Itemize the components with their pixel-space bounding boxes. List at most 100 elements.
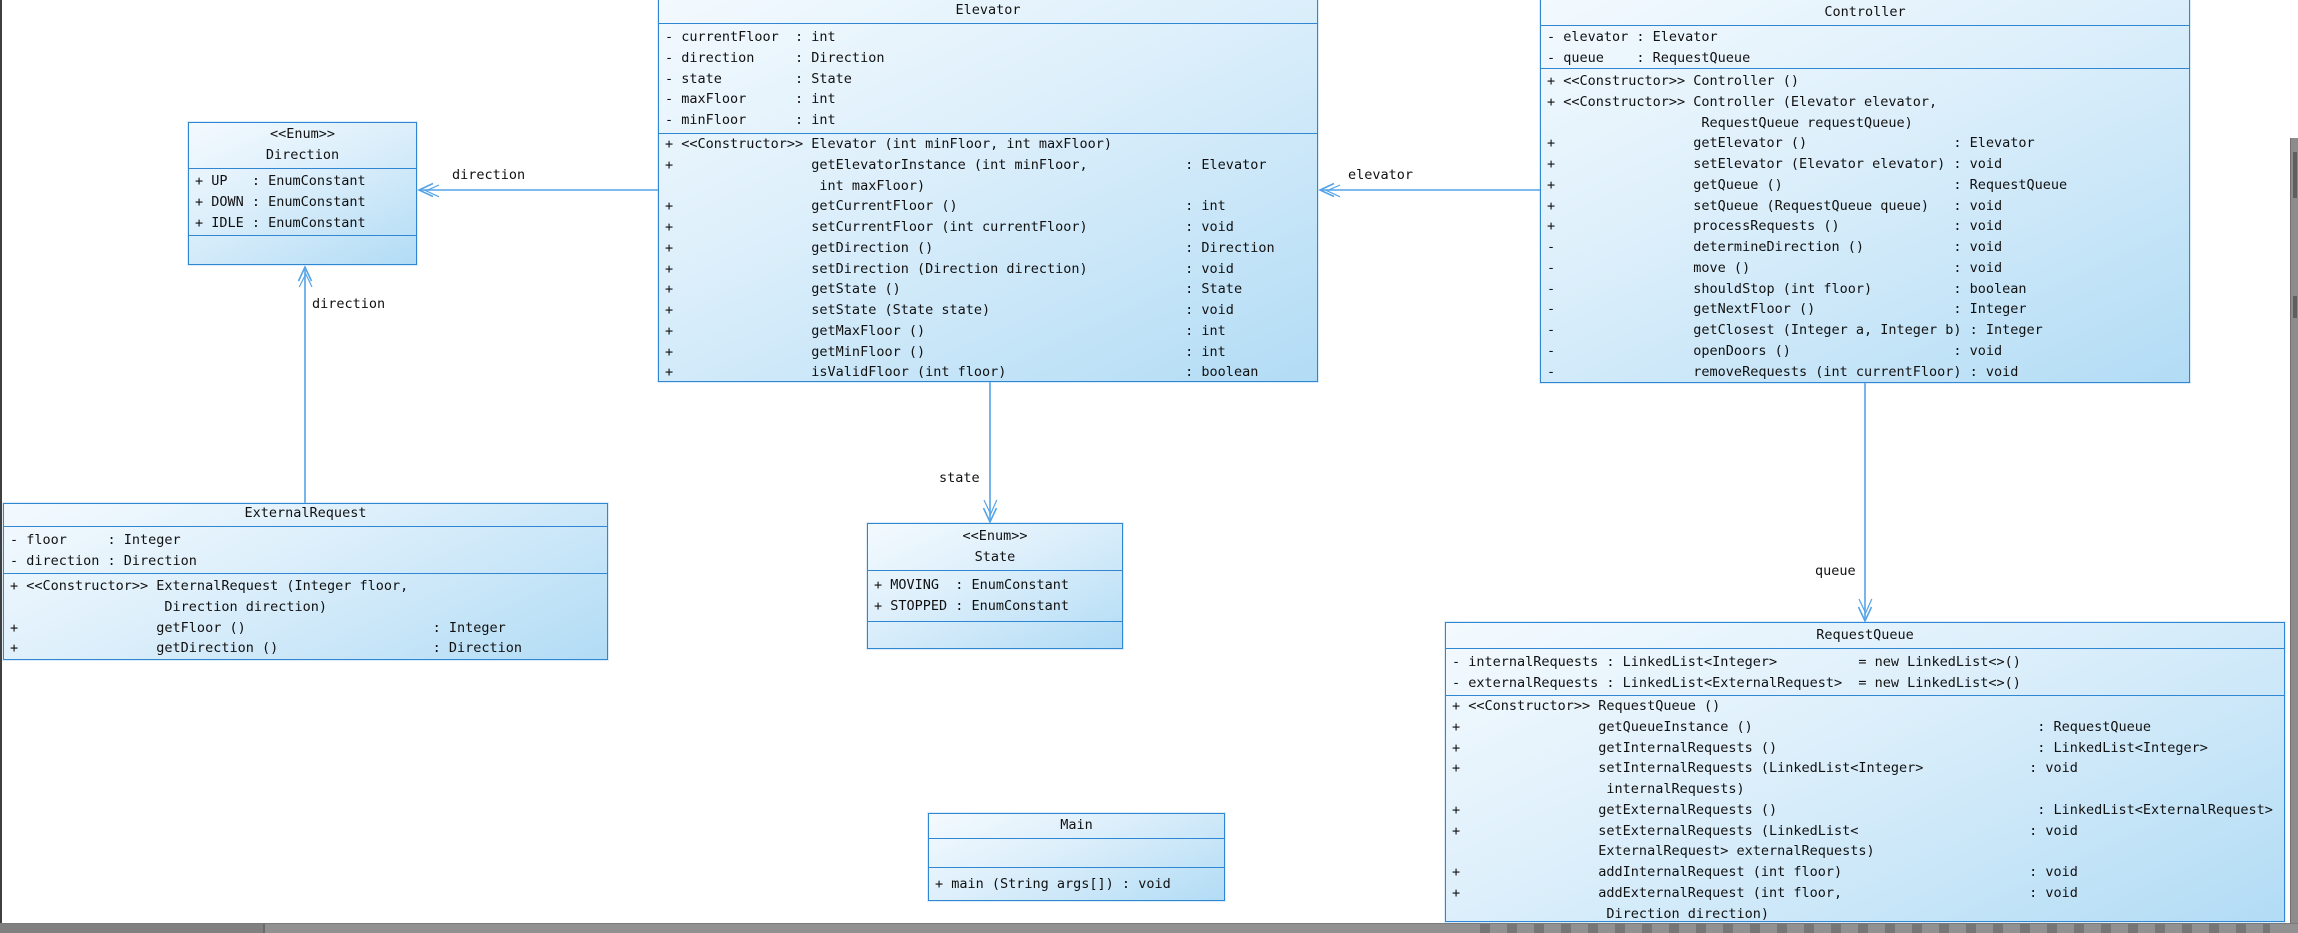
class-title: <<Enum>> Direction	[189, 123, 416, 169]
background-window-text-fragment	[2293, 296, 2297, 318]
method-line: - shouldStop (int floor) : boolean	[1547, 280, 2027, 297]
class-main[interactable]: Main + main (String args[]) : void	[928, 813, 1225, 901]
association-label-queue: queue	[1815, 563, 1856, 579]
method-line: + <<Constructor>> RequestQueue ()	[1452, 698, 1721, 714]
methods-compartment: + <<Constructor>> RequestQueue ()+ getQu…	[1446, 696, 2284, 921]
class-direction-enum[interactable]: <<Enum>> Direction + UP : EnumConstant+ …	[188, 122, 417, 265]
class-external-request[interactable]: ExternalRequest - floor : Integer- direc…	[3, 503, 608, 660]
attribute-line: - internalRequests : LinkedList<Integer>…	[1452, 654, 2021, 670]
method-line: ExternalRequest> externalRequests)	[1452, 843, 1875, 860]
method-line: + setExternalRequests (LinkedList< : voi…	[1452, 822, 2078, 839]
method-line: - move () : void	[1547, 259, 2003, 276]
attribute-line: + DOWN : EnumConstant	[195, 193, 366, 210]
class-name: Direction	[265, 147, 340, 163]
method-line: + <<Constructor>> Elevator (int minFloor…	[665, 136, 1113, 152]
association-label-direction: direction	[452, 167, 526, 183]
method-line: + getMaxFloor () : int	[665, 322, 1226, 339]
attributes-compartment: - elevator : Elevator- queue : RequestQu…	[1541, 26, 2189, 69]
open-arrowhead	[417, 182, 434, 198]
open-arrowhead	[424, 184, 440, 198]
methods-compartment: + main (String args[]) : void	[929, 868, 1224, 900]
method-line: - getClosest (Integer a, Integer b) : In…	[1547, 322, 2043, 338]
attribute-line: - externalRequests : LinkedList<External…	[1452, 674, 2021, 691]
method-line: internalRequests)	[1452, 781, 1745, 797]
class-stereotype: <<Enum>>	[269, 126, 336, 142]
background-window-edge	[2290, 138, 2298, 933]
association-label-direction-vertical: direction	[312, 296, 386, 312]
method-line: + setQueue (RequestQueue queue) : void	[1547, 197, 2003, 214]
class-stereotype: <<Enum>>	[962, 528, 1028, 544]
attribute-line: - state : State	[665, 70, 852, 87]
class-title: RequestQueue	[1446, 623, 2284, 649]
class-name: ExternalRequest	[244, 505, 367, 521]
method-line: + main (String args[]) : void	[935, 876, 1171, 892]
method-line: + addExternalRequest (int floor, : void	[1452, 884, 2078, 901]
association-label-elevator: elevator	[1348, 167, 1414, 183]
method-line: + getState () : State	[665, 281, 1243, 298]
bottom-scrollbar[interactable]	[0, 923, 2298, 933]
attribute-line: - maxFloor : int	[665, 91, 836, 108]
class-controller[interactable]: Controller - elevator : Elevator- queue …	[1540, 0, 2190, 383]
class-title: <<Enum>> State	[868, 524, 1122, 571]
method-line: + addInternalRequest (int floor) : void	[1452, 864, 2078, 880]
method-line: int maxFloor)	[665, 177, 926, 194]
attribute-line: + MOVING : EnumConstant	[874, 577, 1070, 593]
method-line: + <<Constructor>> ExternalRequest (Integ…	[10, 578, 409, 594]
methods-compartment: + <<Constructor>> Elevator (int minFloor…	[659, 134, 1317, 381]
open-arrowhead	[982, 507, 998, 524]
class-request-queue[interactable]: RequestQueue - internalRequests : Linked…	[1445, 622, 2285, 922]
method-line: + <<Constructor>> Controller ()	[1547, 73, 1799, 89]
method-line: + getElevatorInstance (int minFloor, : E…	[665, 156, 1267, 173]
attributes-compartment: + MOVING : EnumConstant+ STOPPED : EnumC…	[868, 571, 1122, 622]
method-line: + setCurrentFloor (int currentFloor) : v…	[665, 219, 1234, 235]
method-line: + getQueue () : RequestQueue	[1547, 176, 2068, 193]
method-line: + getElevator () : Elevator	[1547, 135, 2035, 152]
clipped-content-fragment	[1480, 924, 2270, 933]
method-line: + getMinFloor () : int	[665, 343, 1226, 360]
method-line: + <<Constructor>> Controller (Elevator e…	[1547, 93, 1938, 110]
class-elevator[interactable]: Elevator - currentFloor : int - direction…	[658, 0, 1318, 382]
attribute-line: - currentFloor : int	[665, 29, 836, 45]
class-name: RequestQueue	[1816, 627, 1914, 643]
attributes-compartment	[929, 839, 1224, 868]
open-arrowhead	[1325, 184, 1341, 198]
class-title: Elevator	[659, 0, 1317, 24]
attributes-compartment: - internalRequests : LinkedList<Integer>…	[1446, 649, 2284, 696]
attributes-compartment: - currentFloor : int - direction : Direct…	[659, 24, 1317, 134]
methods-compartment	[868, 622, 1122, 648]
open-arrowhead	[1858, 598, 1873, 615]
method-line: - openDoors () : void	[1547, 342, 2003, 359]
class-name: Elevator	[955, 2, 1021, 18]
methods-compartment: + <<Constructor>> ExternalRequest (Integ…	[4, 574, 607, 659]
bottom-scrollbar-thumb[interactable]	[0, 924, 265, 933]
background-window-text-fragment	[2293, 152, 2297, 198]
method-line: - removeRequests (int currentFloor) : vo…	[1547, 363, 2019, 380]
methods-compartment: + <<Constructor>> Controller () + <<Const…	[1541, 69, 2189, 382]
open-arrowhead	[1318, 182, 1335, 198]
method-line: + getFloor () : Integer	[10, 619, 506, 636]
method-line: - determineDirection () : void	[1547, 239, 2003, 255]
class-name: Main	[1060, 817, 1093, 833]
attributes-compartment: + UP : EnumConstant+ DOWN : EnumConstant…	[189, 169, 416, 236]
method-line: RequestQueue requestQueue)	[1547, 114, 1913, 131]
attribute-line: - direction : Direction	[665, 49, 885, 66]
method-line: + getExternalRequests () : LinkedList<Ex…	[1452, 801, 2273, 818]
window-left-border	[0, 0, 2, 933]
class-title: Controller	[1541, 0, 2189, 26]
method-line: + setInternalRequests (LinkedList<Intege…	[1452, 760, 2078, 777]
class-name: State	[974, 549, 1016, 565]
method-line: - getNextFloor () : Integer	[1547, 301, 2027, 318]
attribute-line: + IDLE : EnumConstant	[195, 214, 366, 231]
class-state-enum[interactable]: <<Enum>> State + MOVING : EnumConstant+ …	[867, 523, 1123, 649]
association-label-state: state	[939, 470, 980, 486]
method-line: Direction direction)	[10, 598, 327, 615]
open-arrowhead	[983, 499, 998, 516]
open-arrowhead	[297, 265, 313, 282]
method-line: + processRequests () : void	[1547, 218, 2003, 235]
method-line: + getInternalRequests () : LinkedList<In…	[1452, 739, 2208, 756]
open-arrowhead	[1857, 606, 1873, 623]
method-line: + setState (State state) : void	[665, 302, 1234, 318]
class-name: Controller	[1824, 4, 1906, 20]
open-arrowhead	[298, 272, 313, 288]
attribute-line: - floor : Integer	[10, 532, 181, 548]
